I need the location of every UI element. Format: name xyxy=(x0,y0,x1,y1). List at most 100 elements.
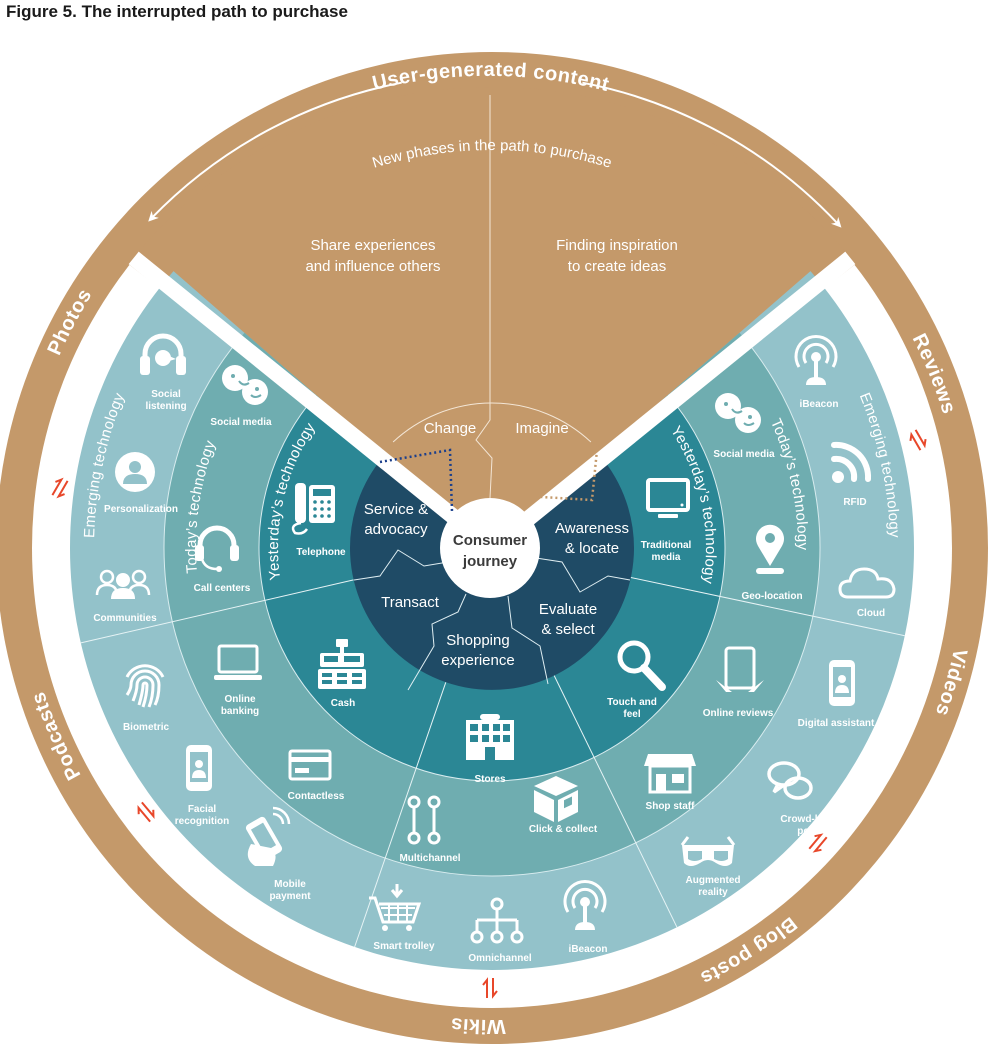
svg-text:Contactless: Contactless xyxy=(288,791,345,802)
mobile-face-icon xyxy=(829,660,855,706)
icon-item-cash: Cash xyxy=(318,639,366,709)
phase-arc-line xyxy=(392,402,592,443)
icon-item-telephone: Telephone xyxy=(291,481,346,558)
svg-text:Click & collect: Click & collect xyxy=(529,824,598,835)
svg-text:Online reviews: Online reviews xyxy=(703,708,774,719)
journey-divider xyxy=(535,557,631,593)
icon-item-smart-trolley: Smart trolley xyxy=(367,882,435,952)
svg-text:Call centers: Call centers xyxy=(194,583,251,594)
segment-divider xyxy=(80,579,354,644)
journey-divider xyxy=(407,593,467,691)
icon-item-shop-staff: Shop staff xyxy=(642,752,698,812)
stage-awareness-locate: Awareness& locate xyxy=(555,520,629,557)
icon-item-geo-location: Geo-location xyxy=(741,524,803,602)
svg-text:Omnichannel: Omnichannel xyxy=(468,953,532,964)
stage-service-advocacy: Service &advocacy xyxy=(364,501,428,538)
svg-text:Personalization: Personalization xyxy=(104,504,178,515)
svg-text:Communities: Communities xyxy=(93,613,157,624)
phase-change: Change xyxy=(424,420,477,437)
svg-text:Shop staff: Shop staff xyxy=(646,801,696,812)
icon-item-cloud: Cloud xyxy=(838,567,896,619)
svg-text:Geo-location: Geo-location xyxy=(741,591,802,602)
svg-text:Cloud: Cloud xyxy=(857,608,885,619)
segment-divider xyxy=(553,675,678,928)
svg-text:Telephone: Telephone xyxy=(296,547,346,558)
stage-evaluate-select: Evaluate& select xyxy=(539,601,597,638)
svg-text:Cash: Cash xyxy=(331,698,355,709)
building-icon xyxy=(466,714,514,760)
svg-text:Digital assistant: Digital assistant xyxy=(798,718,875,729)
figure-title: Figure 5. The interrupted path to purcha… xyxy=(6,2,348,21)
svg-text:Multichannel: Multichannel xyxy=(399,853,460,864)
icon-item-omnichannel: Omnichannel xyxy=(468,897,532,964)
icon-item-stores: Stores xyxy=(466,714,514,785)
journey-divider xyxy=(353,549,449,581)
icon-item-digital-assistant: Digital assistant xyxy=(798,660,875,729)
mobile-face-icon xyxy=(186,745,212,791)
phase-imagine: Imagine xyxy=(515,420,568,437)
icon-item-biometric: Biometric xyxy=(123,664,170,733)
segment-divider xyxy=(630,577,905,637)
stage-transact: Transact xyxy=(381,594,440,611)
center-circle xyxy=(440,498,540,598)
svg-text:iBeacon: iBeacon xyxy=(800,399,839,410)
icon-item-ibeacon-bottom: iBeacon xyxy=(563,879,608,955)
ring-label-wikis: Wikis xyxy=(450,1013,506,1037)
new-phases-wedge xyxy=(128,86,856,549)
icon-item-click-collect: Click & collect xyxy=(529,776,598,835)
icon-item-rfid: RFID xyxy=(832,445,868,508)
icon-item-social-media-left: Social media xyxy=(210,364,272,428)
icon-item-contactless: Contactless xyxy=(288,749,345,802)
phase-divider-line xyxy=(475,95,493,499)
icon-item-communities: Communities xyxy=(93,569,157,624)
icon-item-personalization: Personalization xyxy=(104,452,178,515)
segment-divider xyxy=(354,682,447,948)
icon-item-online-reviews: Online reviews xyxy=(703,646,774,719)
icon-item-ibeacon-right: iBeacon xyxy=(794,334,839,410)
arrow-left xyxy=(148,81,402,222)
person-icon xyxy=(115,452,155,492)
arrow-right xyxy=(582,81,842,228)
wedge-gap xyxy=(128,251,498,555)
icon-item-call-centers: Call centers xyxy=(194,528,251,594)
svg-text:Social media: Social media xyxy=(713,449,775,460)
icon-item-multichannel: Multichannel xyxy=(399,795,461,864)
journey-divider xyxy=(507,595,549,685)
svg-text:Stores: Stores xyxy=(474,774,506,785)
icon-item-social-media-right: Social media xyxy=(713,392,775,460)
svg-text:iBeacon: iBeacon xyxy=(569,944,608,955)
svg-text:Social media: Social media xyxy=(210,417,272,428)
svg-text:RFID: RFID xyxy=(843,497,866,508)
dotted-link-service xyxy=(379,448,454,513)
ring-boundary xyxy=(258,397,726,782)
wedge-gap xyxy=(486,251,856,555)
ring-boundary xyxy=(163,336,821,877)
svg-text:Smart trolley: Smart trolley xyxy=(373,941,435,952)
dotted-link-awareness xyxy=(524,439,600,502)
svg-text:Biometric: Biometric xyxy=(123,722,170,733)
